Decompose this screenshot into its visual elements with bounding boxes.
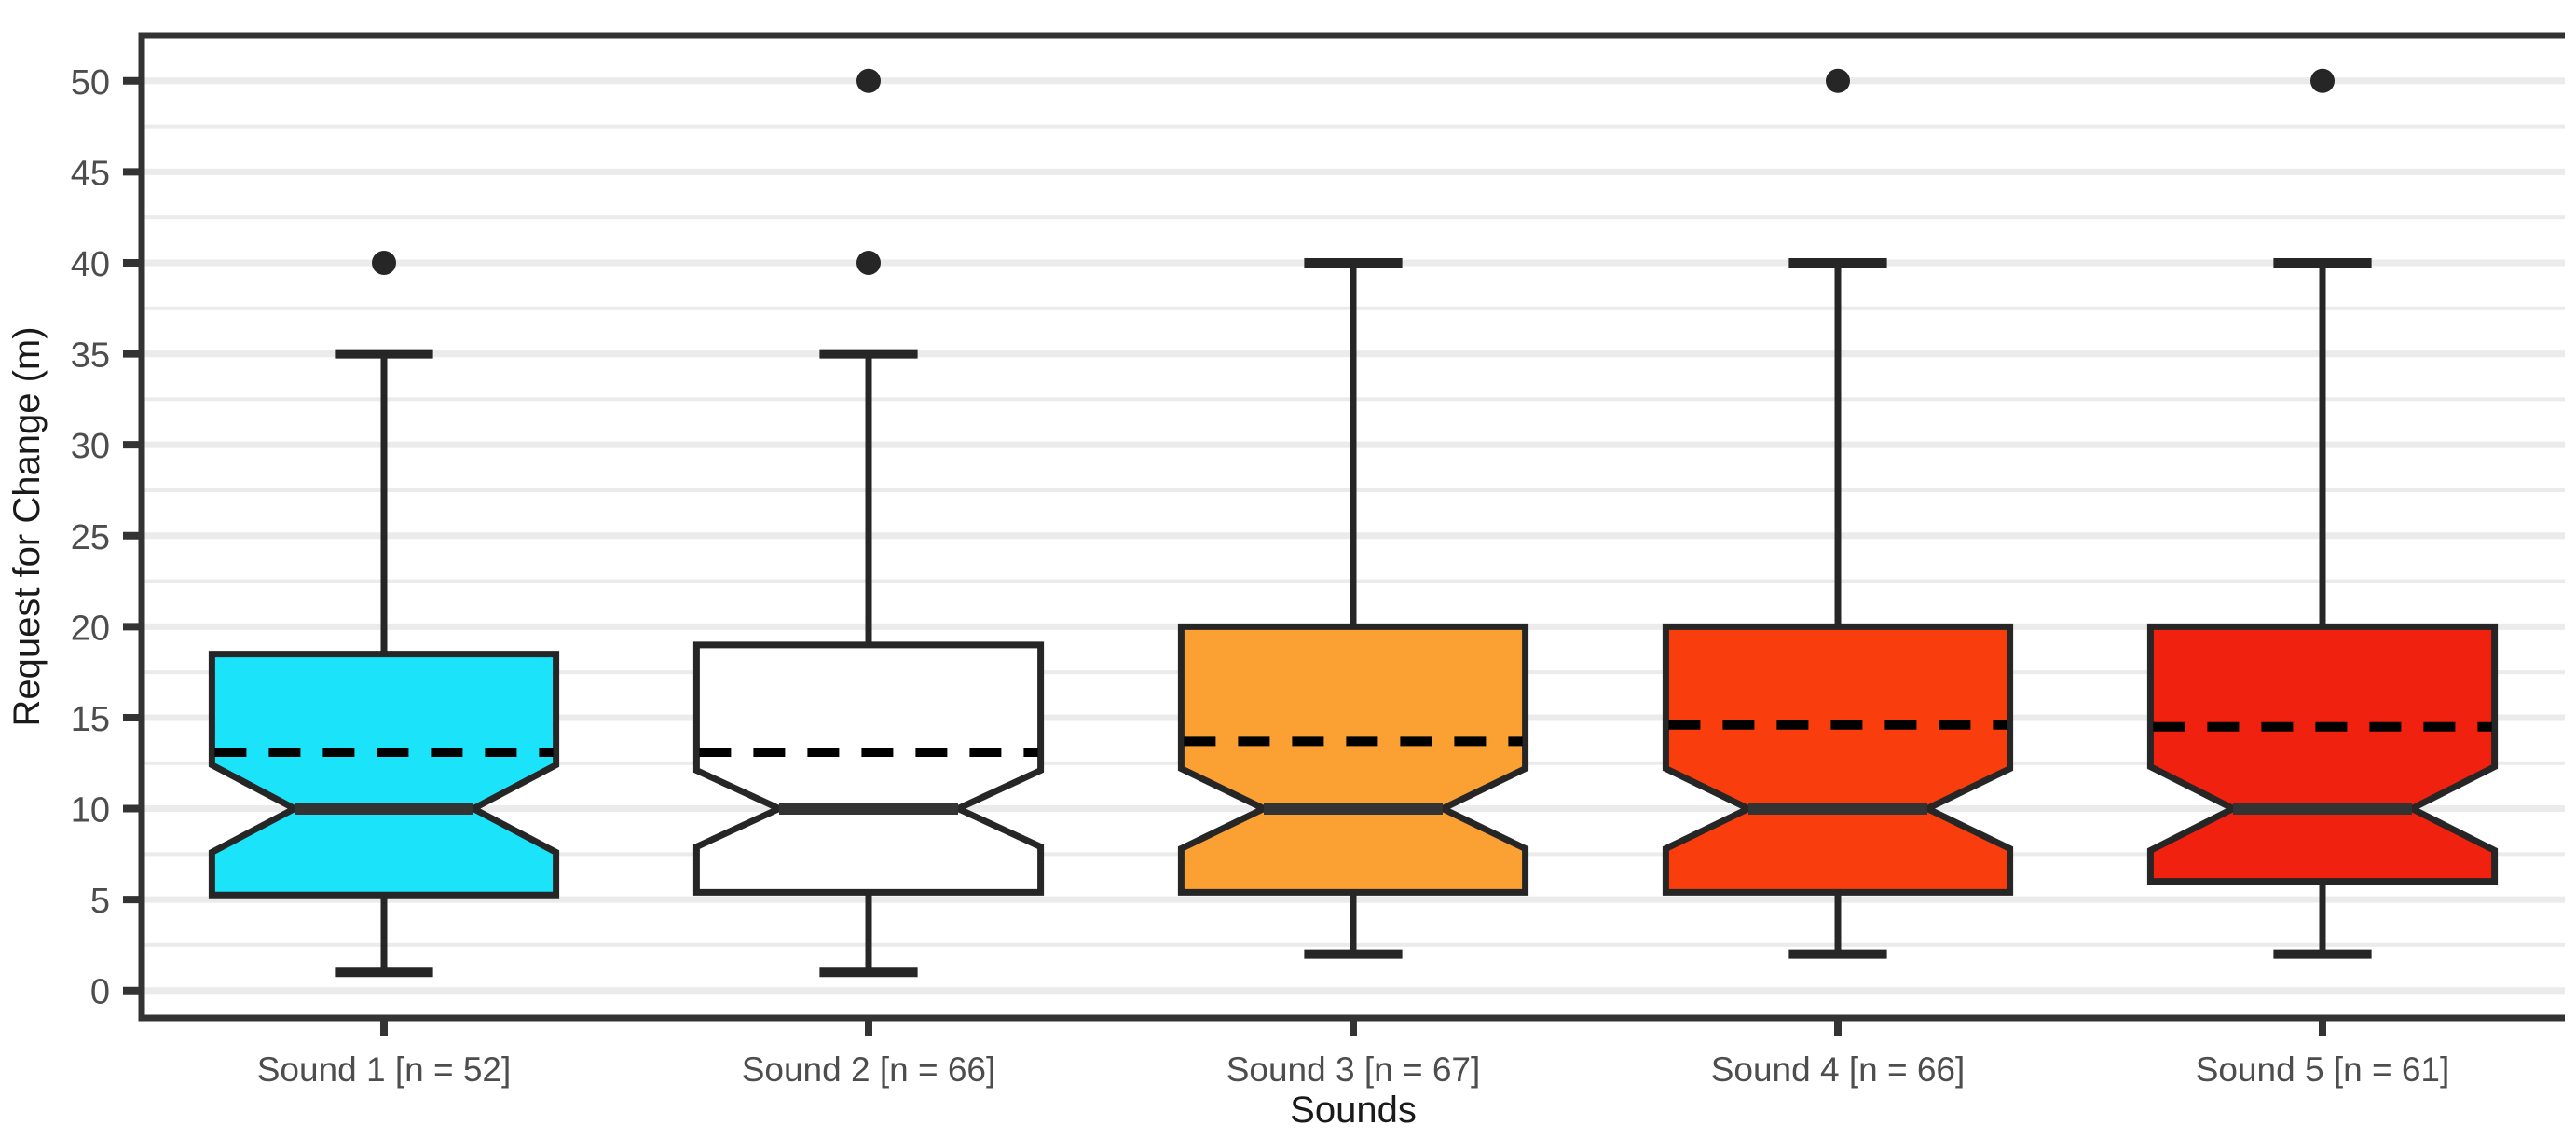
outlier-point[interactable] [372,250,396,275]
axis-ticks [123,76,2326,1036]
y-tick-label: 10 [71,791,110,830]
y-tick-label: 20 [71,609,110,648]
y-tick-label: 25 [71,518,110,557]
x-tick-label-2: Sound 2 [n = 66] [742,1050,996,1089]
y-tick-label: 15 [71,700,110,739]
x-axis-title: Sounds [1290,1090,1417,1131]
boxplot-5[interactable] [2146,68,2499,959]
y-tick-label: 5 [90,882,110,921]
outlier-point[interactable] [2310,68,2335,93]
boxplot-3[interactable] [1177,257,1529,959]
y-tick-label: 40 [71,245,110,284]
box-series [208,68,2499,978]
y-tick-label: 0 [90,973,110,1012]
y-tick-label: 50 [71,63,110,103]
boxplot-1[interactable] [208,250,560,978]
y-tick-label: 35 [71,336,110,376]
outlier-point[interactable] [856,250,881,275]
x-tick-label-3: Sound 3 [n = 67] [1226,1050,1481,1089]
box-body[interactable] [208,651,560,899]
box-body[interactable] [2146,623,2499,885]
y-axis-title: Request for Change (m) [7,326,48,726]
boxplot-4[interactable] [1662,68,2014,959]
y-tick-label: 30 [71,427,110,466]
box-body[interactable] [1662,623,2014,896]
outlier-point[interactable] [1826,68,1850,93]
box-body[interactable] [692,641,1045,896]
x-tick-label-5: Sound 5 [n = 61] [2196,1050,2450,1089]
box-body[interactable] [1177,623,1529,896]
x-tick-label-1: Sound 1 [n = 52] [257,1050,512,1089]
outlier-point[interactable] [856,68,881,93]
boxplot-2[interactable] [692,68,1045,978]
x-tick-label-4: Sound 4 [n = 66] [1711,1050,1966,1089]
y-tick-label: 45 [71,154,110,193]
